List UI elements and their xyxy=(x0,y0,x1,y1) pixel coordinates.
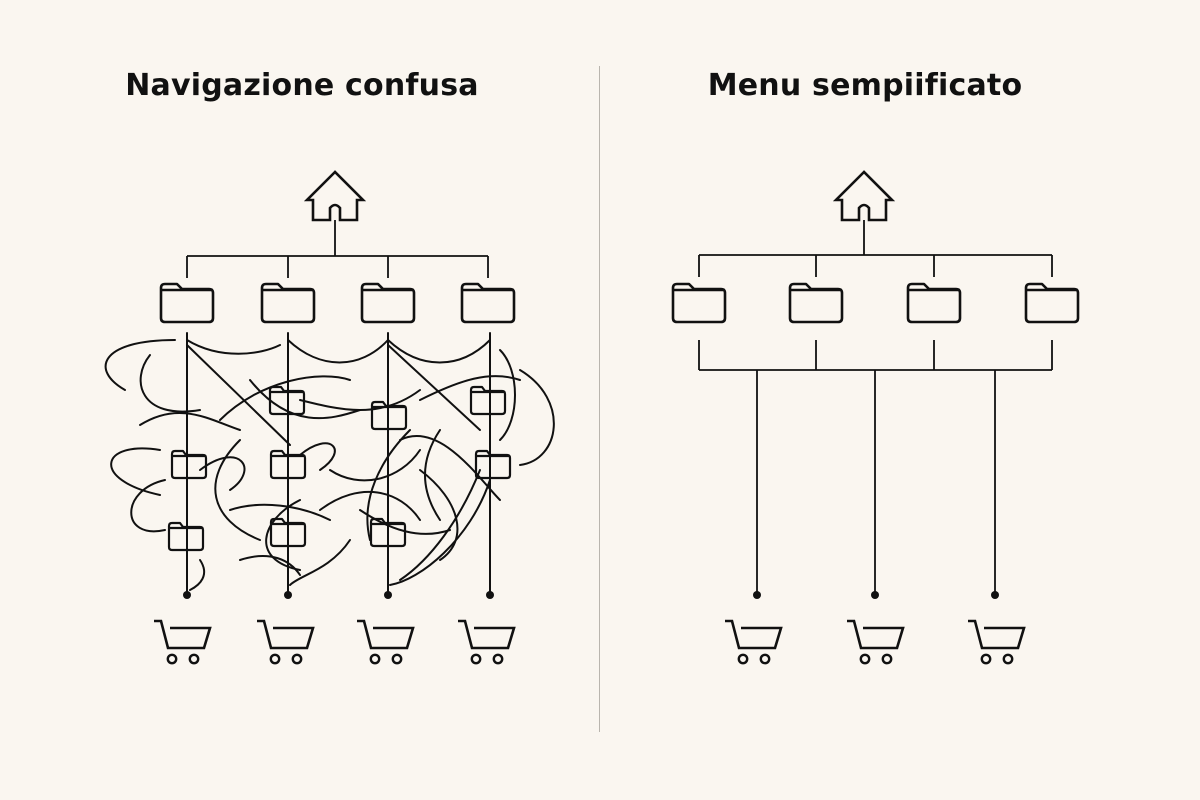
cart-icon xyxy=(152,619,212,665)
cart-icon xyxy=(456,619,516,665)
cart-icon xyxy=(255,619,315,665)
left-panel-title: Navigazione confusa xyxy=(125,68,479,103)
right-diagram xyxy=(671,170,1080,665)
folder-icon xyxy=(1024,282,1080,324)
folder-icon xyxy=(159,282,215,324)
home-icon xyxy=(834,170,894,222)
folder-icon xyxy=(906,282,962,324)
panel-divider xyxy=(599,66,600,732)
right-panel-title: Menu sempiificato xyxy=(707,68,1023,103)
folder-icon xyxy=(260,282,316,324)
cart-icon xyxy=(355,619,415,665)
folder-icon xyxy=(469,385,507,416)
left-diagram xyxy=(104,170,555,665)
folder-icon xyxy=(170,449,208,480)
folder-icon xyxy=(474,449,512,480)
folder-icon xyxy=(671,282,727,324)
folder-icon xyxy=(788,282,844,324)
cart-icon xyxy=(966,619,1026,665)
folder-icon xyxy=(360,282,416,324)
cart-icon xyxy=(845,619,905,665)
folder-icon xyxy=(460,282,516,324)
cart-icon xyxy=(723,619,783,665)
home-icon xyxy=(305,170,365,222)
